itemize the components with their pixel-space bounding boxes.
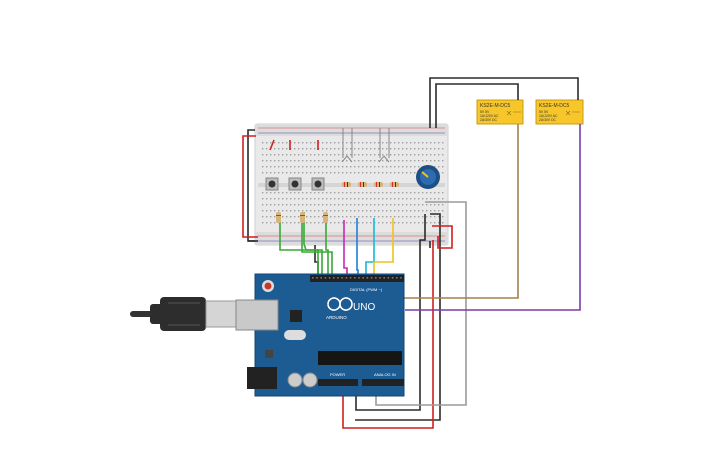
relay-2-spec-1: 5V 5V (539, 110, 549, 114)
wire-magenta[interactable] (343, 220, 348, 277)
wire-brown[interactable] (403, 124, 519, 299)
resistor (342, 182, 351, 187)
usb-cable-icon[interactable] (130, 297, 241, 331)
resistor (323, 212, 328, 223)
relay-2-spec-2: 1A/120V AC (539, 114, 558, 118)
led-2[interactable] (378, 128, 390, 163)
pushbutton-1[interactable] (265, 177, 279, 191)
digital-header[interactable] (310, 275, 404, 282)
wires-black[interactable] (247, 77, 579, 421)
relay-2-name: KS2E-M-DC5 (539, 103, 570, 109)
relay-2[interactable]: KS2E-M-DC5 5V 5V 1A/120V AC 2A/30V DC (535, 99, 584, 125)
relay-1-spec-3: 2A/30V DC (480, 118, 498, 122)
digital-label: DIGITAL (PWM ~) (350, 287, 383, 292)
relay-1[interactable]: KS2E-M-DC5 5V 5V 1A/120V AC 2A/30V DC (476, 99, 524, 125)
arduino-uno-board[interactable]: UNO ARDUINO DIGITAL (PWM ~) POWER ANALOG… (235, 273, 405, 397)
resistor (390, 182, 399, 187)
resistor (300, 212, 305, 223)
analog-label: ANALOG IN (374, 372, 396, 377)
led-1[interactable] (341, 128, 353, 163)
relay-1-spec-1: 5V 5V (480, 110, 490, 114)
wires-red[interactable] (242, 135, 453, 429)
relay-1-name: KS2E-M-DC5 (480, 103, 511, 109)
relay-1-spec-2: 1A/120V AC (480, 114, 499, 118)
wire-cyan[interactable] (365, 218, 375, 277)
resistor (358, 182, 367, 187)
arduino-brand: ARDUINO (326, 315, 347, 320)
power-label: POWER (330, 372, 345, 377)
power-header[interactable] (318, 379, 358, 386)
pushbutton-2[interactable] (288, 177, 302, 191)
uno-logo: UNO (353, 302, 375, 313)
relay-2-spec-3: 2A/30V DC (539, 118, 557, 122)
atmega-chip (318, 351, 402, 365)
resistor (374, 182, 383, 187)
wire-gray[interactable] (375, 201, 467, 406)
analog-header[interactable] (362, 379, 404, 386)
resistor (276, 212, 281, 223)
potentiometer[interactable] (416, 165, 440, 189)
wire-yellow[interactable] (373, 218, 394, 277)
wires-green[interactable] (279, 212, 333, 277)
resistors[interactable] (276, 182, 399, 223)
pushbutton-3[interactable] (311, 177, 325, 191)
wire-purple[interactable] (405, 124, 581, 311)
